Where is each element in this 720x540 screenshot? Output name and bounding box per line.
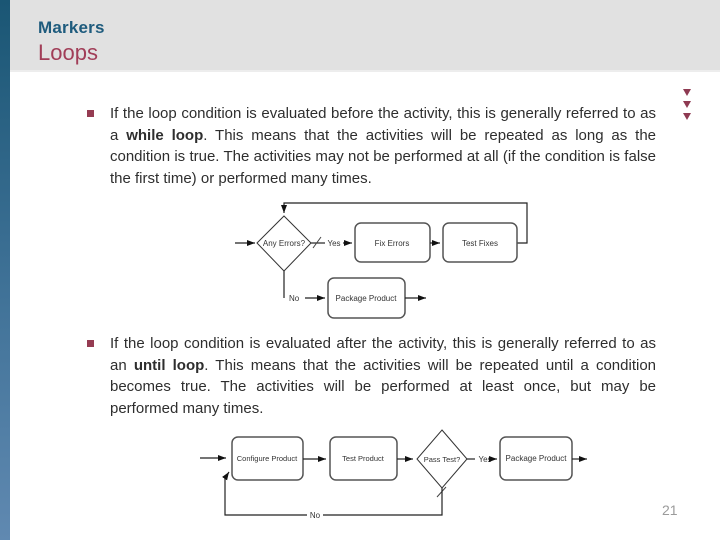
left-edge-strip [0, 0, 10, 540]
page-number: 21 [662, 502, 678, 518]
box-package-product-label: Package Product [336, 294, 398, 303]
yes-label: Yes [327, 239, 340, 248]
decision-label: Pass Test? [424, 455, 461, 464]
paragraph-bold-term: while loop [126, 126, 204, 144]
slide-header: Markers Loops [10, 0, 720, 72]
slide-pretitle: Markers [38, 18, 105, 37]
no-label: No [289, 294, 300, 303]
marker-tick [312, 236, 322, 249]
loopback-edge [281, 202, 528, 244]
down-triangle-icon [683, 113, 691, 120]
box-fix-errors-label: Fix Errors [375, 239, 410, 248]
box-test-fixes-label: Test Fixes [462, 239, 498, 248]
down-triangle-icon [683, 101, 691, 108]
paragraph-while-loop: If the loop condition is evaluated befor… [110, 103, 656, 189]
yes-label: Yes [478, 455, 491, 464]
slide-title: Loops [38, 40, 98, 65]
down-triangle-icon [683, 89, 691, 96]
no-edge [323, 488, 443, 516]
paragraph-until-loop: If the loop condition is evaluated after… [110, 333, 656, 419]
bullet-icon [87, 110, 94, 117]
paragraph-text: If the loop condition is evaluated befor… [110, 105, 656, 144]
box-package-product-label: Package Product [506, 454, 568, 463]
box-test-product-label: Test Product [342, 454, 385, 463]
right-margin-markers [683, 89, 691, 125]
no-return-arrow [222, 471, 307, 516]
paragraph-bold-term: until loop [133, 356, 205, 374]
while-loop-diagram: Any Errors? Yes Fix Errors Test Fixes No… [235, 202, 528, 319]
no-label: No [310, 511, 321, 520]
paragraph-text: If the loop condition is evaluated after… [110, 335, 656, 374]
bullet-icon [87, 340, 94, 347]
box-configure-product-label: Configure Product [237, 454, 298, 463]
paragraph-text: . This means that the activities will be… [110, 356, 657, 417]
until-loop-diagram: Configure Product Test Product Pass Test… [200, 429, 587, 520]
paragraph-text: . This means that the activities will be… [110, 126, 656, 187]
box-test-fixes [442, 222, 518, 263]
decision-label: Any Errors? [263, 239, 306, 248]
